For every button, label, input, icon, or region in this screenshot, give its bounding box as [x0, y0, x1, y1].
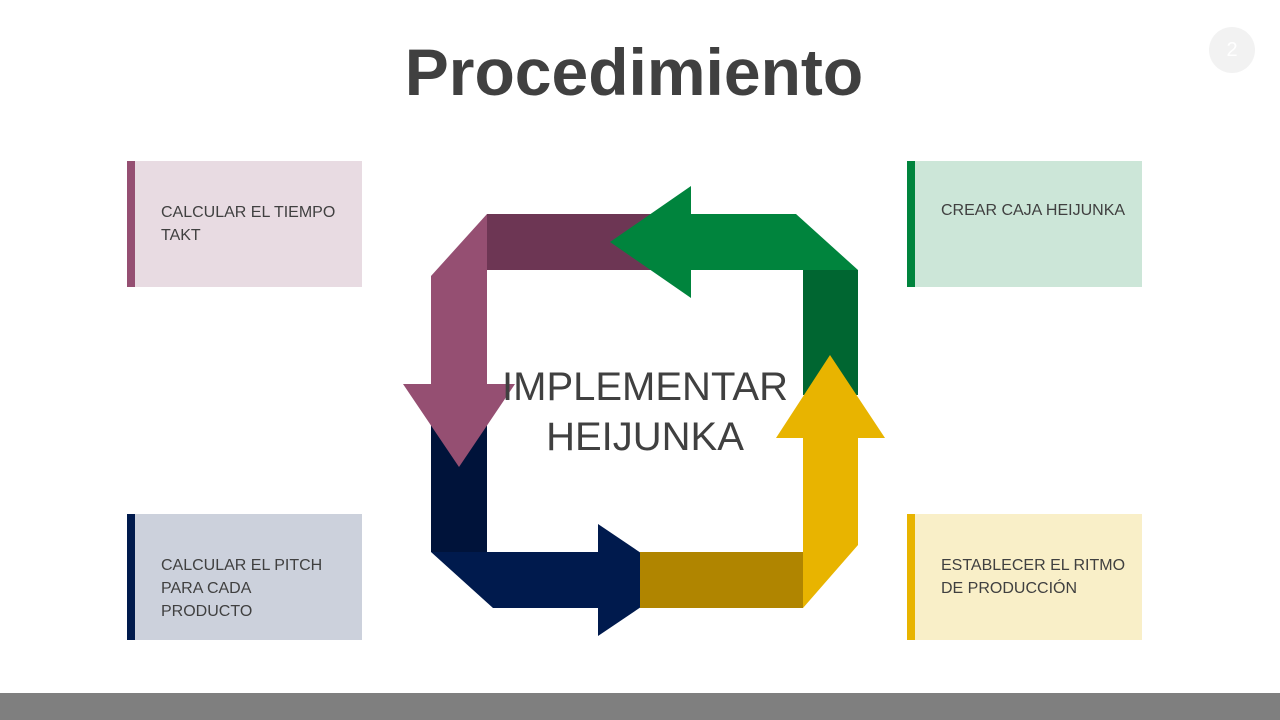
step-label: CREAR CAJA HEIJUNKA: [941, 202, 1126, 219]
cycle-band-purple-dark: [487, 214, 655, 270]
cycle-center-label: IMPLEMENTAR HEIJUNKA: [495, 362, 795, 462]
cycle-band-green-dark: [803, 270, 858, 395]
cycle-band-navy-dark: [431, 420, 487, 552]
footer-bar: [0, 693, 1280, 720]
step-accent-bar: [907, 161, 915, 287]
step-label: CALCULAR EL TIEMPO TAKT: [161, 204, 336, 244]
step-box-calcular-pitch: CALCULAR EL PITCH PARA CADA PRODUCTO: [127, 514, 362, 640]
page-title: Procedimiento: [404, 35, 864, 109]
center-label-line-1: IMPLEMENTAR: [502, 365, 788, 409]
step-label: CALCULAR EL PITCH PARA CADA PRODUCTO: [161, 557, 323, 620]
step-box-establecer-ritmo: ESTABLECER EL RITMO DE PRODUCCIÓN: [907, 514, 1142, 640]
step-label: ESTABLECER EL RITMO DE PRODUCCIÓN: [941, 557, 1126, 597]
cycle-arrow-gold-up: [776, 355, 885, 608]
cycle-arrow-purple-down: [403, 214, 515, 467]
step-box-crear-caja-heijunka: CREAR CAJA HEIJUNKA: [907, 161, 1142, 287]
step-accent-bar: [127, 514, 135, 640]
step-accent-bar: [907, 514, 915, 640]
step-accent-bar: [127, 161, 135, 287]
page-number-badge: 2: [1209, 27, 1255, 73]
cycle-arrow-green-left: [610, 186, 858, 298]
cycle-arrow-navy-right: [431, 524, 681, 636]
center-label-line-2: HEIJUNKA: [546, 415, 744, 459]
step-box-calcular-tiempo-takt: CALCULAR EL TIEMPO TAKT: [127, 161, 362, 287]
cycle-band-gold-dark: [640, 552, 803, 608]
